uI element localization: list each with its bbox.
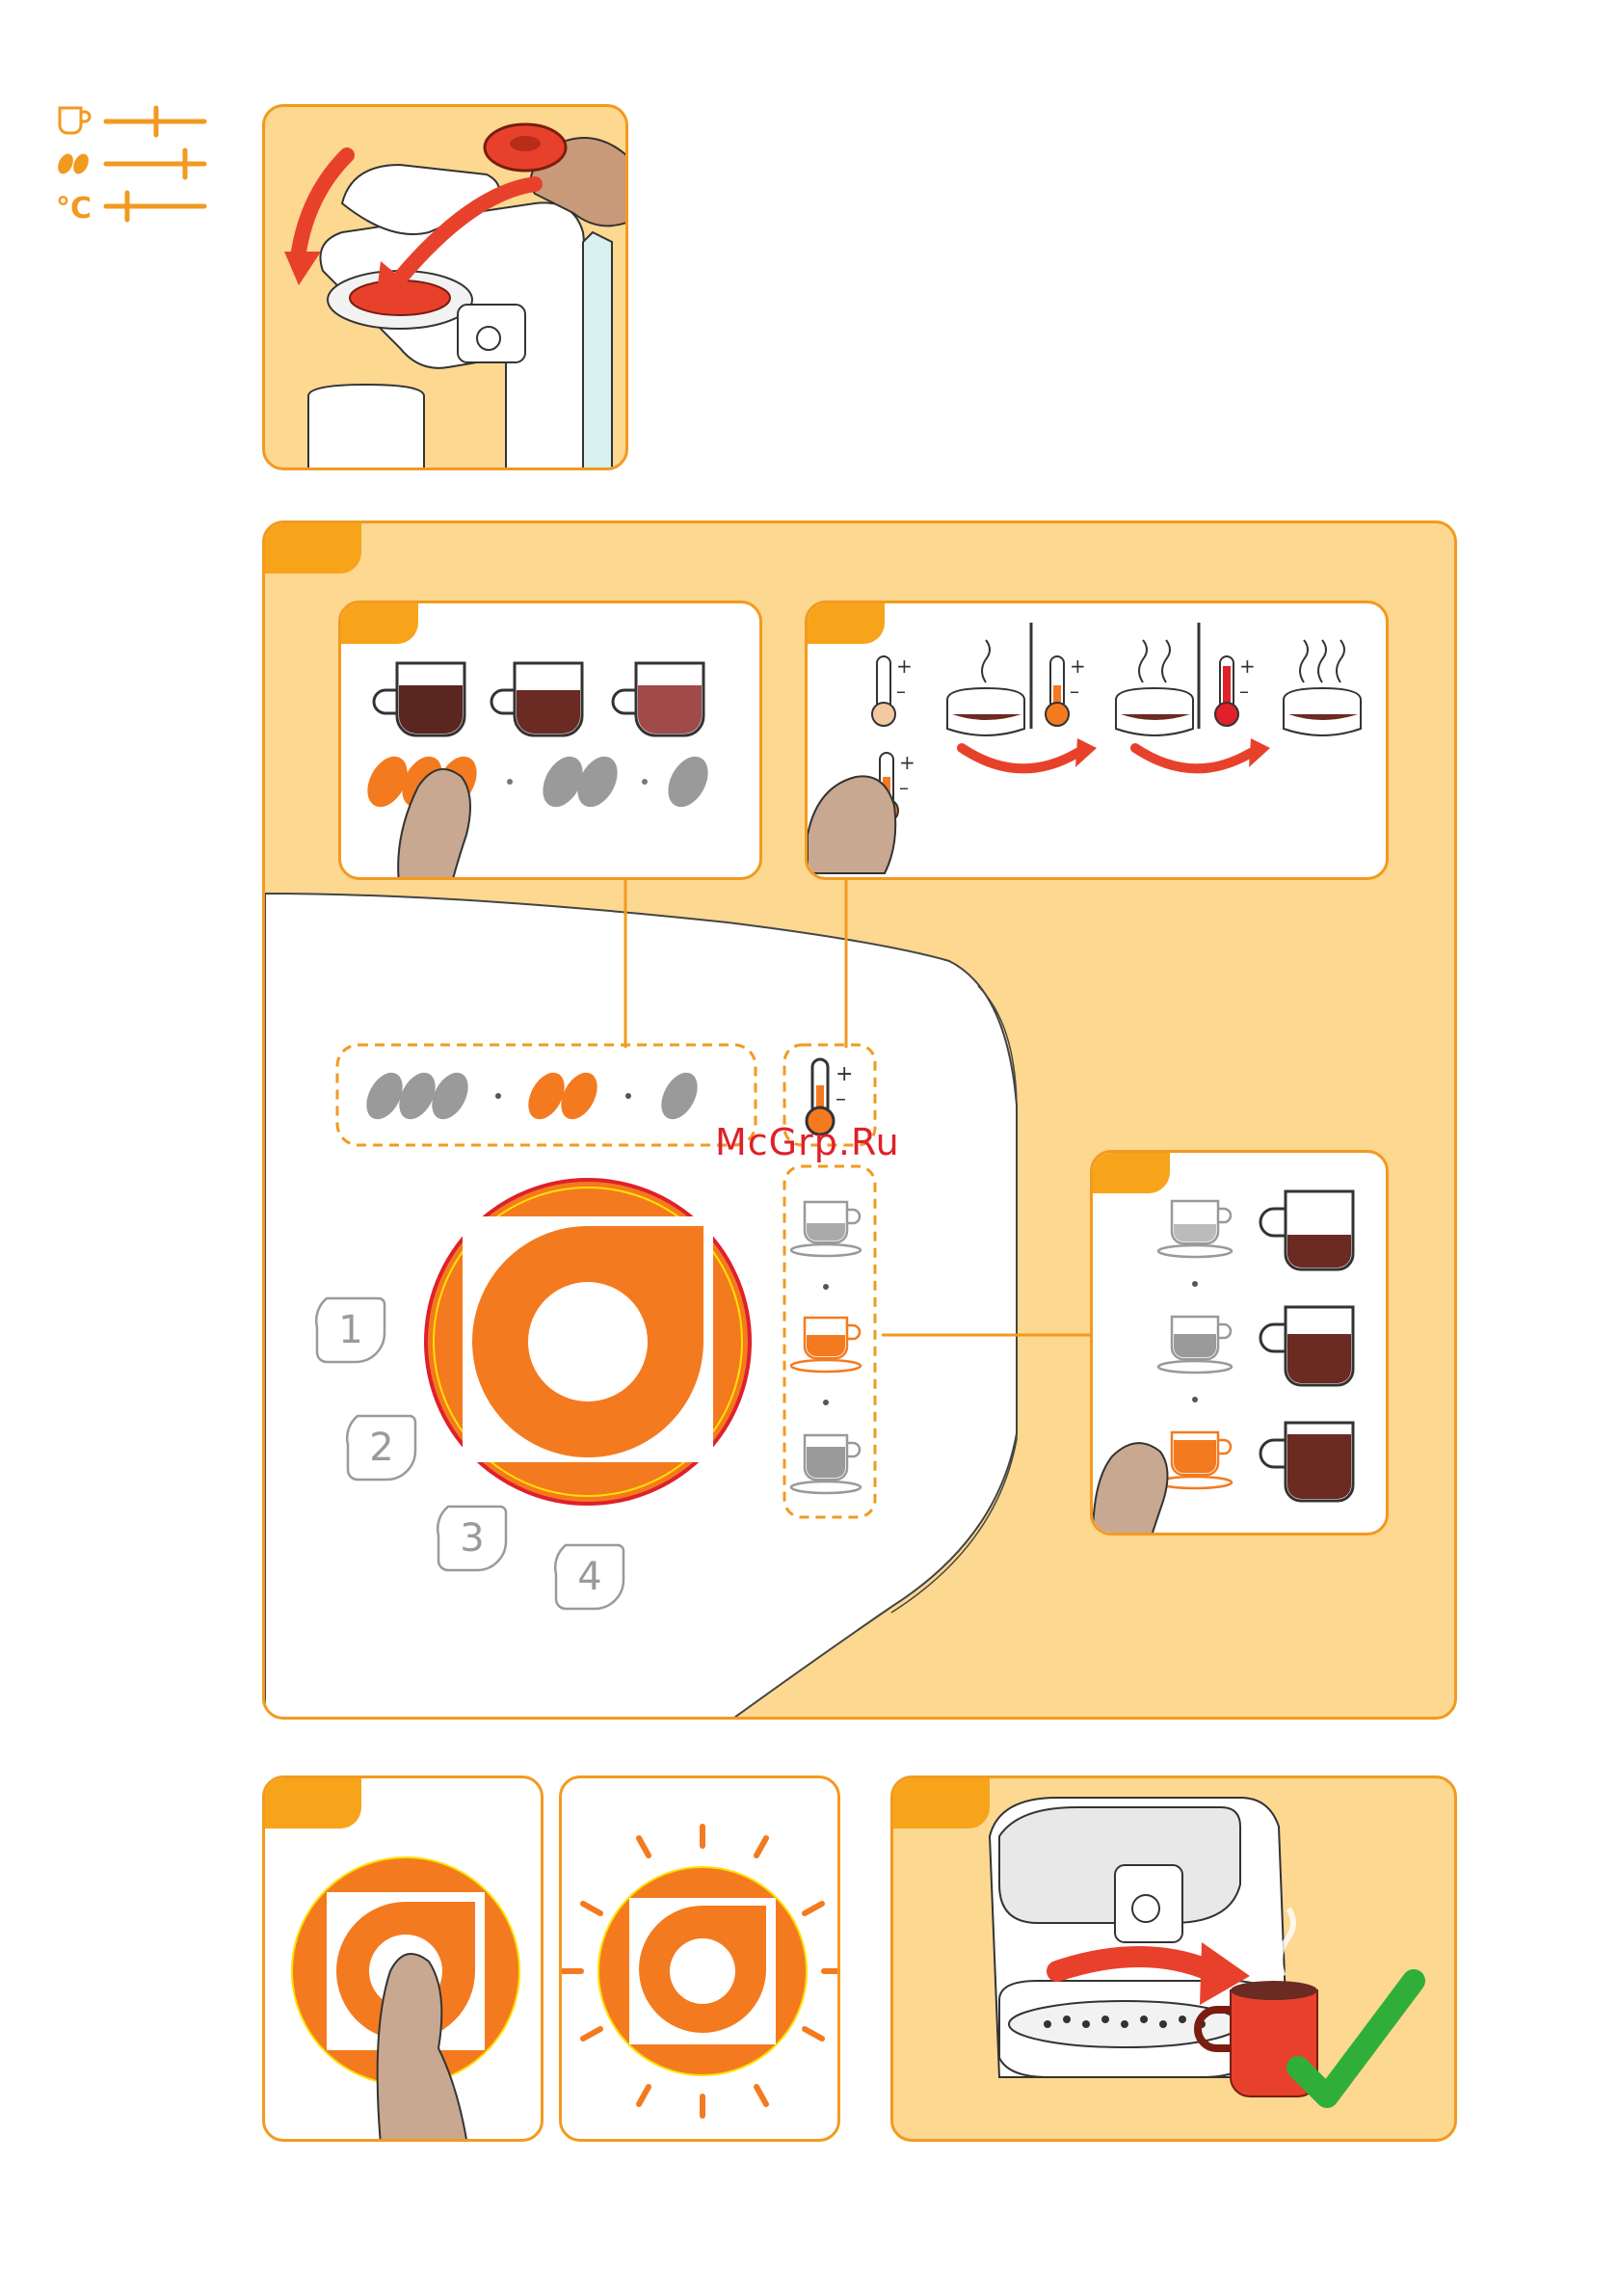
hot-cup-icon [1116,640,1193,735]
strength-selector[interactable] [334,1042,758,1148]
increase-arrow-icon [962,748,1077,768]
pressing-finger-icon [1093,1443,1168,1535]
svg-text:–: – [899,776,909,799]
cup-size-option-panel [1090,1150,1389,1535]
medium-coffee-glass-icon [1260,1307,1353,1385]
medium-temperature-icon: + – [1046,654,1086,726]
pressing-finger-icon [808,776,895,873]
small-cup-icon [1158,1201,1232,1257]
small-coffee-glass-icon [1260,1191,1353,1269]
watermark: McGrp.Ru [715,1121,900,1163]
svg-text:+: + [1239,654,1256,678]
coffee-ready-panel [890,1775,1457,2142]
medium-coffee-cup-icon [491,663,582,735]
start-button[interactable] [419,1173,756,1510]
settings-legend: °C [50,100,214,226]
coffee-strength-icon [55,151,92,176]
svg-text:+: + [896,654,913,678]
cup-size-icon [60,108,90,133]
low-temperature-icon: + – [872,654,913,726]
insert-disc-illustration [265,107,628,470]
button-lit-panel [559,1775,840,2142]
large-cup-icon [1158,1432,1232,1488]
svg-text:+: + [899,751,915,774]
mild-coffee-cup-icon [613,663,703,735]
memory-button-1[interactable]: 1 [313,1295,388,1366]
svg-text:–: – [1239,680,1249,703]
press-start-panel [262,1775,544,2142]
strength-option-panel [338,601,762,880]
warm-cup-icon [947,640,1024,735]
memory-button-4[interactable]: 4 [552,1541,627,1613]
medium-cup-icon [791,1318,861,1372]
adjust-settings-panel: + – + – [262,521,1457,1720]
very-hot-cup-icon [1284,640,1361,735]
large-cup-icon [791,1435,861,1493]
temperature-icon: °C [56,192,92,226]
glowing-start-icon [562,1827,840,2116]
cup-size-selector[interactable] [782,1163,878,1520]
coffee-machine-illustration [893,1778,1457,2142]
svg-text:–: – [896,680,906,703]
large-coffee-glass-icon [1260,1423,1353,1501]
svg-text:+: + [1070,654,1086,678]
insert-disc-panel [262,104,628,470]
memory-button-2[interactable]: 2 [344,1412,419,1483]
memory-button-3[interactable]: 3 [435,1503,510,1574]
svg-text:–: – [836,1087,846,1111]
temperature-option-panel: + – + – [805,601,1389,880]
medium-cup-icon [1158,1317,1232,1373]
increase-arrow-icon [1135,748,1251,768]
svg-text:–: – [1070,680,1079,703]
small-cup-icon [791,1202,861,1256]
strong-coffee-cup-icon [374,663,464,735]
one-bean-icon [660,750,716,814]
two-beans-icon [535,750,625,814]
svg-text:+: + [836,1062,853,1086]
high-temperature-icon: + – [1215,654,1256,726]
